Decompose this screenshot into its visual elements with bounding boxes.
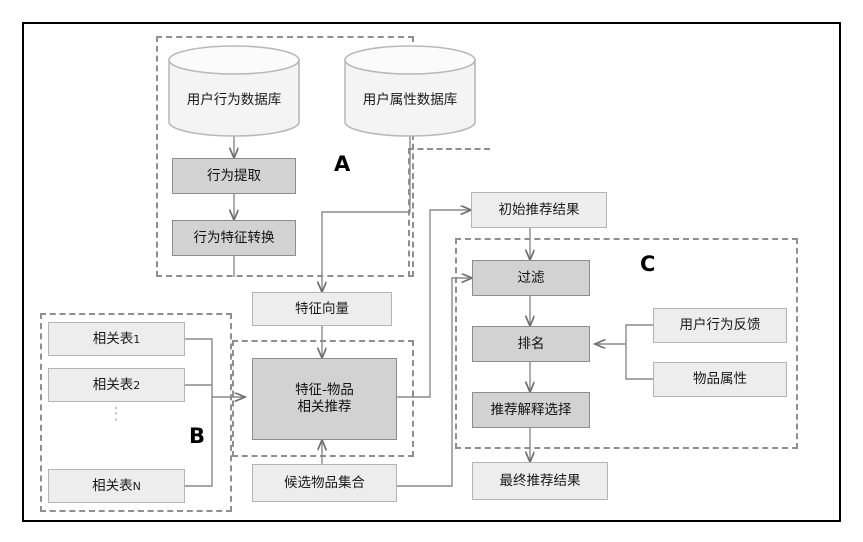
- node-candidate-item-set[interactable]: 候选物品集合: [252, 464, 397, 502]
- group-attribute-path-boundary: [408, 148, 410, 277]
- node-ranking[interactable]: 排名: [472, 326, 590, 362]
- node-initial-recommend-result[interactable]: 初始推荐结果: [471, 192, 607, 228]
- node-final-recommend-result[interactable]: 最终推荐结果: [472, 462, 608, 500]
- node-feature-vector[interactable]: 特征向量: [252, 292, 392, 326]
- datastore-user-attribute-db: 用户属性数据库: [342, 44, 478, 138]
- cylinder-shape: [344, 45, 476, 137]
- datastore-user-behavior-db-label: 用户行为数据库: [186, 92, 282, 108]
- group-label-a: A: [334, 152, 351, 176]
- datastore-user-behavior-db: 用户行为数据库: [166, 44, 302, 138]
- node-item-attribute[interactable]: 物品属性: [653, 362, 787, 397]
- node-filter[interactable]: 过滤: [472, 260, 590, 296]
- node-explain-selection[interactable]: 推荐解释选择: [472, 392, 590, 428]
- group-b-boundary: [40, 313, 232, 512]
- node-behavior-feature-transform[interactable]: 行为特征转换: [172, 220, 296, 256]
- datastore-user-attribute-db-label: 用户属性数据库: [362, 92, 458, 108]
- group-attribute-path-top: [408, 148, 490, 150]
- relation-table-ellipsis: ⋮: [107, 404, 126, 424]
- group-a-boundary: [156, 36, 414, 277]
- group-label-c: C: [640, 252, 656, 276]
- node-behavior-extraction[interactable]: 行为提取: [172, 158, 296, 194]
- node-user-behavior-feedback[interactable]: 用户行为反馈: [653, 308, 787, 343]
- group-label-b: B: [189, 424, 206, 448]
- node-feature-item-recommend[interactable]: 特征-物品 相关推荐: [252, 358, 397, 440]
- cylinder-shape: [168, 45, 300, 137]
